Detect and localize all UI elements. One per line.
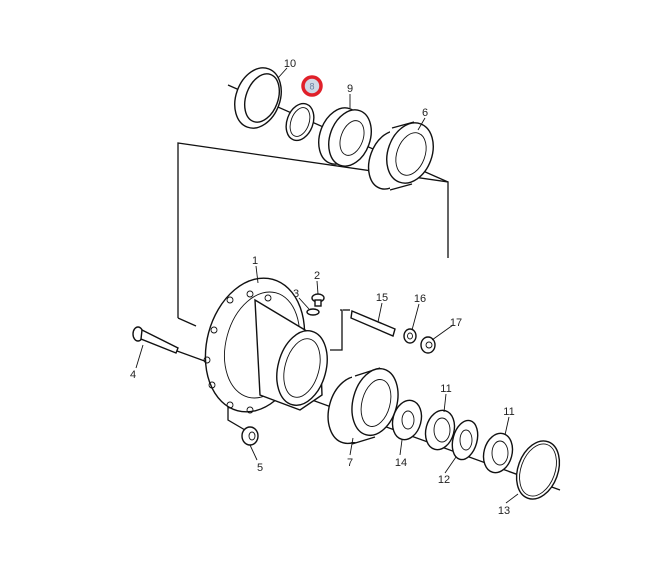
callout-3: 3 xyxy=(293,288,299,300)
part-11-nut-inner[interactable] xyxy=(421,407,458,453)
part-17-nut[interactable] xyxy=(420,336,436,354)
part-11-nut-outer[interactable] xyxy=(479,430,516,476)
part-10-seal[interactable] xyxy=(227,61,290,134)
callout-1: 1 xyxy=(252,255,258,267)
callout-12: 12 xyxy=(438,474,450,486)
leader-lines xyxy=(135,67,519,504)
part-7-bearing[interactable] xyxy=(321,363,405,448)
callout-6: 6 xyxy=(422,107,428,119)
callout-5: 5 xyxy=(257,462,263,474)
part-1-hub[interactable] xyxy=(191,267,335,423)
part-15-stud[interactable] xyxy=(350,310,396,337)
callout-14: 14 xyxy=(395,457,407,469)
part-8-oring[interactable] xyxy=(281,100,318,145)
callout-4: 4 xyxy=(130,369,136,381)
part-5-nut[interactable] xyxy=(241,426,259,446)
part-2-plug[interactable] xyxy=(311,293,325,307)
callout-11-outer: 11 xyxy=(503,406,514,418)
callout-2: 2 xyxy=(314,270,320,282)
part-13-seal[interactable] xyxy=(509,435,567,505)
callout-7: 7 xyxy=(347,457,353,469)
part-14-washer[interactable] xyxy=(388,397,425,443)
part-16-washer[interactable] xyxy=(403,328,417,344)
part-6-bearing[interactable] xyxy=(361,116,441,195)
callout-8-label: 8 xyxy=(309,82,314,92)
callout-15: 15 xyxy=(376,292,388,304)
callout-11-inner: 11 xyxy=(440,383,451,395)
callout-10: 10 xyxy=(284,58,296,70)
callout-17: 17 xyxy=(450,317,462,329)
part-9-ring[interactable] xyxy=(311,102,378,172)
highlighted-callout-8[interactable]: 8 xyxy=(301,75,323,97)
part-12-lock-washer[interactable] xyxy=(448,418,482,463)
part-4-bolt[interactable] xyxy=(132,326,179,354)
callout-9: 9 xyxy=(347,83,353,95)
part-3-washer[interactable] xyxy=(306,308,320,316)
callout-16: 16 xyxy=(414,293,426,305)
callout-13: 13 xyxy=(498,505,510,517)
